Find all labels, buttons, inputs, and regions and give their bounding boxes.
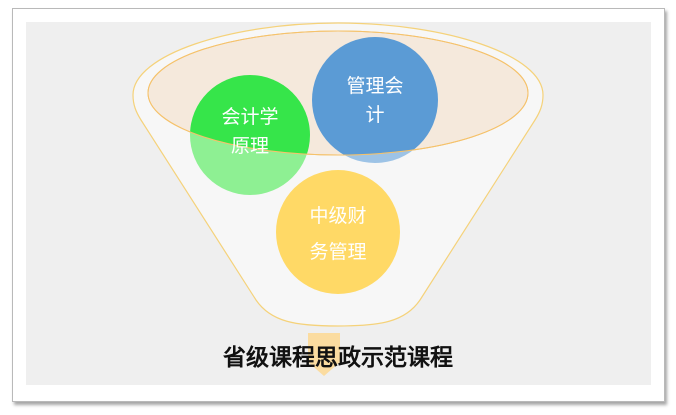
down-arrow-icon: [308, 333, 340, 376]
yellow-circle: [276, 170, 400, 294]
blue-circle-label: 管理会 计: [346, 75, 404, 126]
green-circle-top: [190, 75, 310, 155]
green-circle-label: 会计学 原理: [221, 106, 279, 157]
yellow-circle-label: 中级财 务管理: [309, 205, 367, 263]
diagram-title: 省级课程思政示范课程: [223, 345, 453, 371]
blue-circle-top: [312, 37, 438, 155]
